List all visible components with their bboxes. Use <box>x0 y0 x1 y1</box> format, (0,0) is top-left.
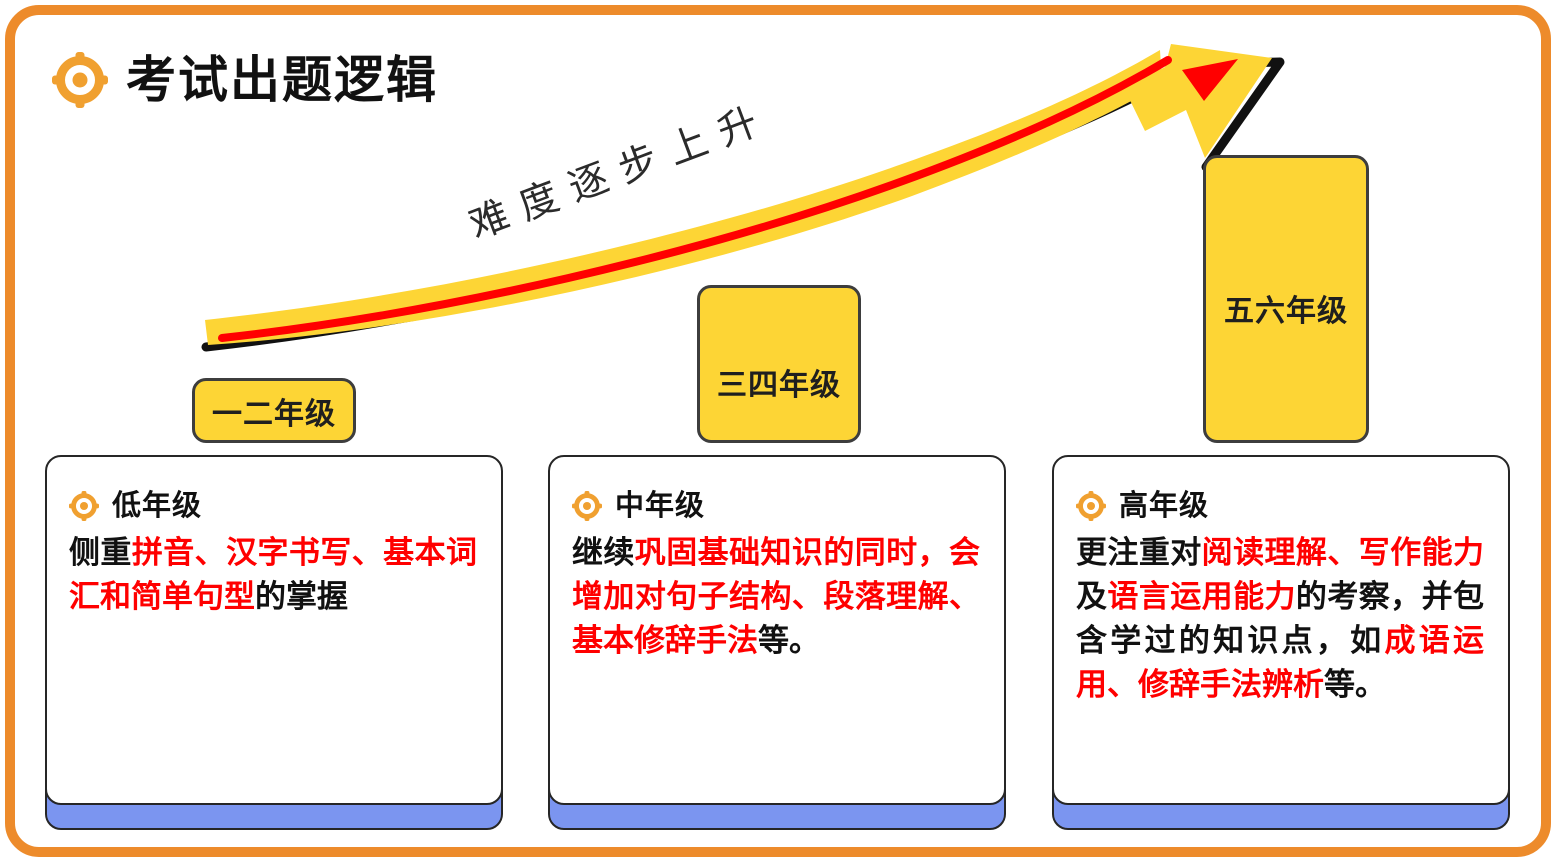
plain-text: 等。 <box>758 623 820 659</box>
page-title: 考试出题逻辑 <box>126 52 438 108</box>
plain-text: 侧重 <box>69 535 132 570</box>
highlight-text: 成语运用、修辞手法辨析 <box>1076 623 1485 703</box>
plain-text: 更注重对 <box>1076 535 1202 570</box>
grade-box-lower[interactable]: 一二年级 <box>192 378 356 443</box>
highlight-text: 阅读理解、写作能力 <box>1201 535 1485 570</box>
target-icon <box>1076 491 1106 521</box>
card-header: 高年级 <box>1076 491 1484 521</box>
plain-text: 及 <box>1076 579 1108 615</box>
grade-label: 五六年级 <box>1224 295 1348 328</box>
grade-label: 三四年级 <box>717 369 841 402</box>
grade-box-upper[interactable]: 五六年级 <box>1203 155 1369 443</box>
plain-text: 的考察，并包含学过的知识点，如 <box>1076 579 1485 659</box>
card-header: 中年级 <box>572 491 980 521</box>
card-heading: 低年级 <box>112 489 203 522</box>
grade-label: 一二年级 <box>212 397 336 431</box>
highlight-text: 语言运用能力 <box>1107 579 1296 615</box>
target-icon <box>69 491 99 521</box>
target-icon <box>572 491 602 521</box>
plain-text: 继续 <box>572 535 635 570</box>
page-title-row: 考试出题逻辑 <box>52 52 438 108</box>
card-surface: 中年级 继续巩固基础知识的同时，会增加对句子结构、段落理解、基本修辞手法等。 <box>548 455 1006 805</box>
plain-text: 等。 <box>1324 667 1386 703</box>
highlight-text: 拼音、汉字书写、基本词汇和简单句型 <box>69 535 478 615</box>
card-surface: 低年级 侧重拼音、汉字书写、基本词汇和简单句型的掌握 <box>45 455 503 805</box>
card-middle-grades[interactable]: 中年级 继续巩固基础知识的同时，会增加对句子结构、段落理解、基本修辞手法等。 <box>548 455 1006 830</box>
target-icon <box>52 52 108 108</box>
card-lower-grades[interactable]: 低年级 侧重拼音、汉字书写、基本词汇和简单句型的掌握 <box>45 455 503 830</box>
card-heading: 中年级 <box>615 489 706 522</box>
card-body: 更注重对阅读理解、写作能力及语言运用能力的考察，并包含学过的知识点，如成语运用、… <box>1076 531 1484 707</box>
card-surface: 高年级 更注重对阅读理解、写作能力及语言运用能力的考察，并包含学过的知识点，如成… <box>1052 455 1510 805</box>
card-body: 侧重拼音、汉字书写、基本词汇和简单句型的掌握 <box>69 531 477 619</box>
plain-text: 的掌握 <box>255 579 348 615</box>
card-header: 低年级 <box>69 491 477 521</box>
card-heading: 高年级 <box>1119 489 1210 522</box>
highlight-text: 巩固基础知识的同时，会增加对句子结构、段落理解、基本修辞手法 <box>572 535 981 659</box>
card-upper-grades[interactable]: 高年级 更注重对阅读理解、写作能力及语言运用能力的考察，并包含学过的知识点，如成… <box>1052 455 1510 830</box>
card-body: 继续巩固基础知识的同时，会增加对句子结构、段落理解、基本修辞手法等。 <box>572 531 980 663</box>
grade-box-middle[interactable]: 三四年级 <box>697 285 861 443</box>
